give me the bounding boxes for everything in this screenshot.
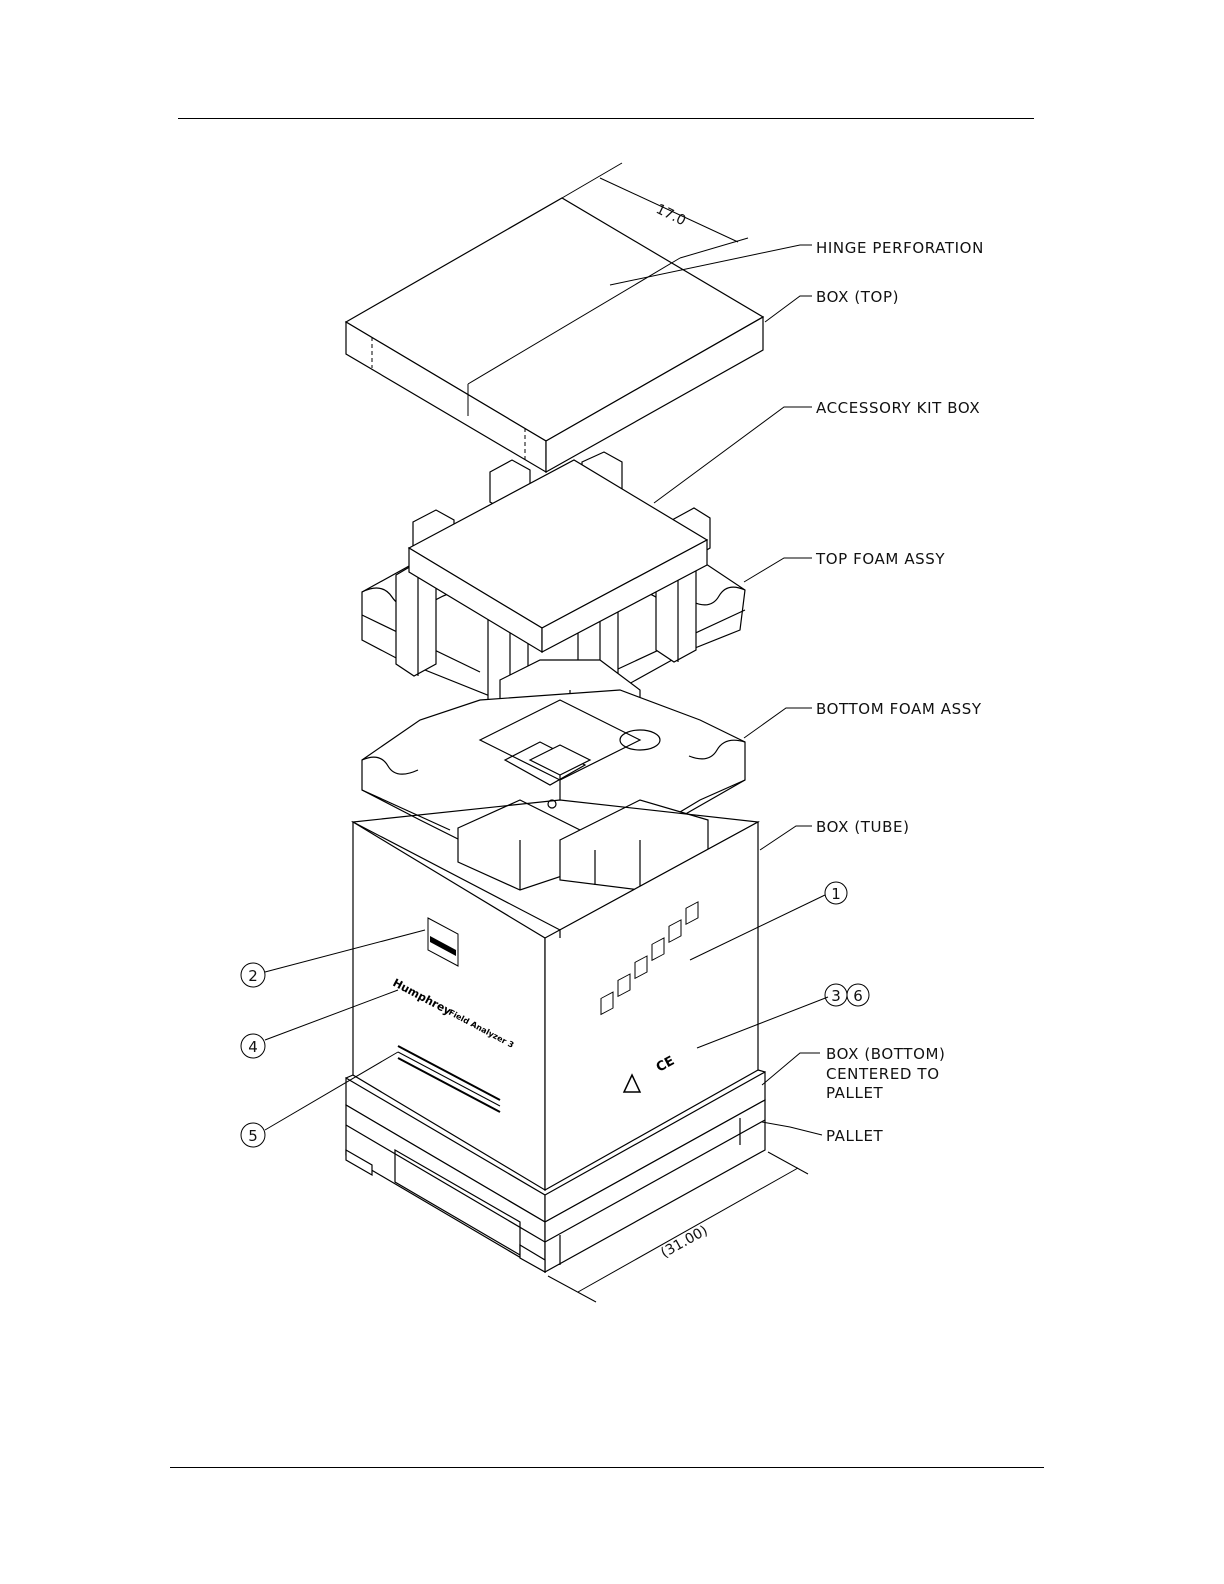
- callout-1: 1: [825, 882, 847, 904]
- label-accessory-kit-box: ACCESSORY KIT BOX: [816, 399, 980, 417]
- dimension-top-value: 17.0: [653, 201, 688, 229]
- box-top: [346, 198, 763, 472]
- svg-text:4: 4: [248, 1038, 258, 1056]
- label-hinge-perforation: HINGE PERFORATION: [816, 239, 984, 257]
- label-top-foam-assy: TOP FOAM ASSY: [815, 550, 945, 568]
- callout-3: 3: [825, 984, 847, 1006]
- svg-text:1: 1: [831, 885, 841, 903]
- label-box-tube: BOX (TUBE): [816, 818, 910, 836]
- svg-text:6: 6: [853, 987, 863, 1005]
- callout-4: 4: [241, 1034, 265, 1058]
- callout-6: 6: [847, 984, 869, 1006]
- label-bottom-foam-assy: BOTTOM FOAM ASSY: [816, 700, 982, 718]
- callout-5: 5: [241, 1123, 265, 1147]
- svg-text:2: 2: [248, 967, 258, 985]
- label-pallet: PALLET: [826, 1127, 884, 1145]
- svg-text:5: 5: [248, 1127, 258, 1145]
- label-box-top: BOX (TOP): [816, 288, 899, 306]
- dimension-bottom-value: (31.00): [658, 1223, 710, 1262]
- callout-2: 2: [241, 963, 265, 987]
- label-box-bottom-3: PALLET: [826, 1084, 884, 1102]
- label-box-bottom-1: BOX (BOTTOM): [826, 1045, 945, 1063]
- svg-text:3: 3: [831, 987, 841, 1005]
- label-box-bottom-2: CENTERED TO: [826, 1065, 940, 1083]
